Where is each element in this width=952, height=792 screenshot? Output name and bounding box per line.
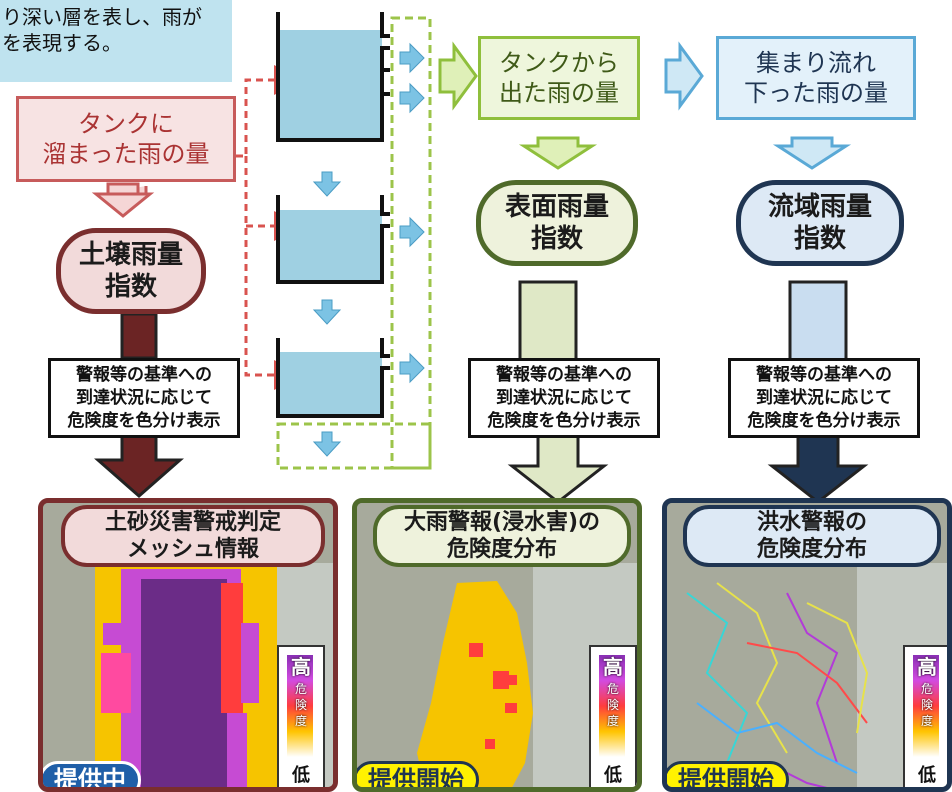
- soil-big-arrow: [94, 312, 184, 498]
- tank-3: [276, 338, 390, 418]
- tank-stored-rain-box: タンクに 溜まった雨の量: [16, 96, 236, 182]
- soil-status-badge: 提供中: [43, 761, 141, 787]
- gathered-flow-rain-box: 集まり流れ 下った雨の量: [716, 36, 916, 120]
- surface-output-title: 大雨警報(浸水害)の 危険度分布: [373, 505, 631, 567]
- tank-outflow-rain-box: タンクから 出た雨の量: [478, 36, 640, 120]
- legend-high-label: 高: [291, 655, 311, 679]
- basin-hazard-map-panel: 洪水警報の 危険度分布 高 危 険 度 低 提供開始: [662, 498, 952, 792]
- legend-risk-label: 危 険 度: [294, 682, 307, 728]
- soil-hazard-map-panel: 土砂災害警戒判定 メッシュ情報 高 危 険 度 低 提供中: [38, 498, 338, 792]
- legend-low-label: 低: [918, 765, 936, 786]
- bottom-dashed-frame: [276, 422, 432, 470]
- surface-status-badge: 提供開始: [357, 761, 479, 787]
- soil-rain-index: 土壌雨量 指数: [56, 228, 206, 314]
- legend-risk-label: 危 険 度: [920, 682, 933, 728]
- surface-criteria-text: 警報等の基準への 到達状況に応じて 危険度を色分け表示: [468, 358, 660, 438]
- soil-map-legend: 高 危 険 度 低: [277, 645, 325, 787]
- legend-high-label: 高: [917, 655, 937, 679]
- legend-low-label: 低: [604, 765, 622, 786]
- note-line-2: を表現する。: [2, 31, 122, 55]
- legend-high-label: 高: [603, 655, 623, 679]
- soil-criteria-text: 警報等の基準への 到達状況に応じて 危険度を色分け表示: [48, 358, 240, 438]
- basin-map-legend: 高 危 険 度 低: [903, 645, 947, 787]
- blue-right-arrow: [664, 41, 704, 111]
- soil-output-title: 土砂災害警戒判定 メッシュ情報: [61, 505, 325, 567]
- surface-rain-index: 表面雨量 指数: [476, 180, 638, 266]
- explanation-note: り深い層を表し、雨が を表現する。: [0, 0, 232, 82]
- basin-output-title: 洪水警報の 危険度分布: [683, 505, 941, 567]
- green-right-arrow: [438, 41, 478, 111]
- tank-2: [276, 195, 390, 284]
- surface-hazard-map-panel: 大雨警報(浸水害)の 危険度分布 高 危 険 度 低 提供開始: [352, 498, 642, 792]
- tank-1: [276, 12, 390, 142]
- basin-status-badge: 提供開始: [667, 761, 789, 787]
- legend-low-label: 低: [292, 765, 310, 786]
- surface-map-legend: 高 危 険 度 低: [589, 645, 637, 787]
- note-line-1: り深い層を表し、雨が: [2, 5, 202, 29]
- basin-rain-index: 流域雨量 指数: [736, 180, 904, 266]
- basin-criteria-text: 警報等の基準への 到達状況に応じて 危険度を色分け表示: [728, 358, 920, 438]
- legend-risk-label: 危 険 度: [606, 682, 619, 728]
- basin-big-arrow: [767, 280, 869, 504]
